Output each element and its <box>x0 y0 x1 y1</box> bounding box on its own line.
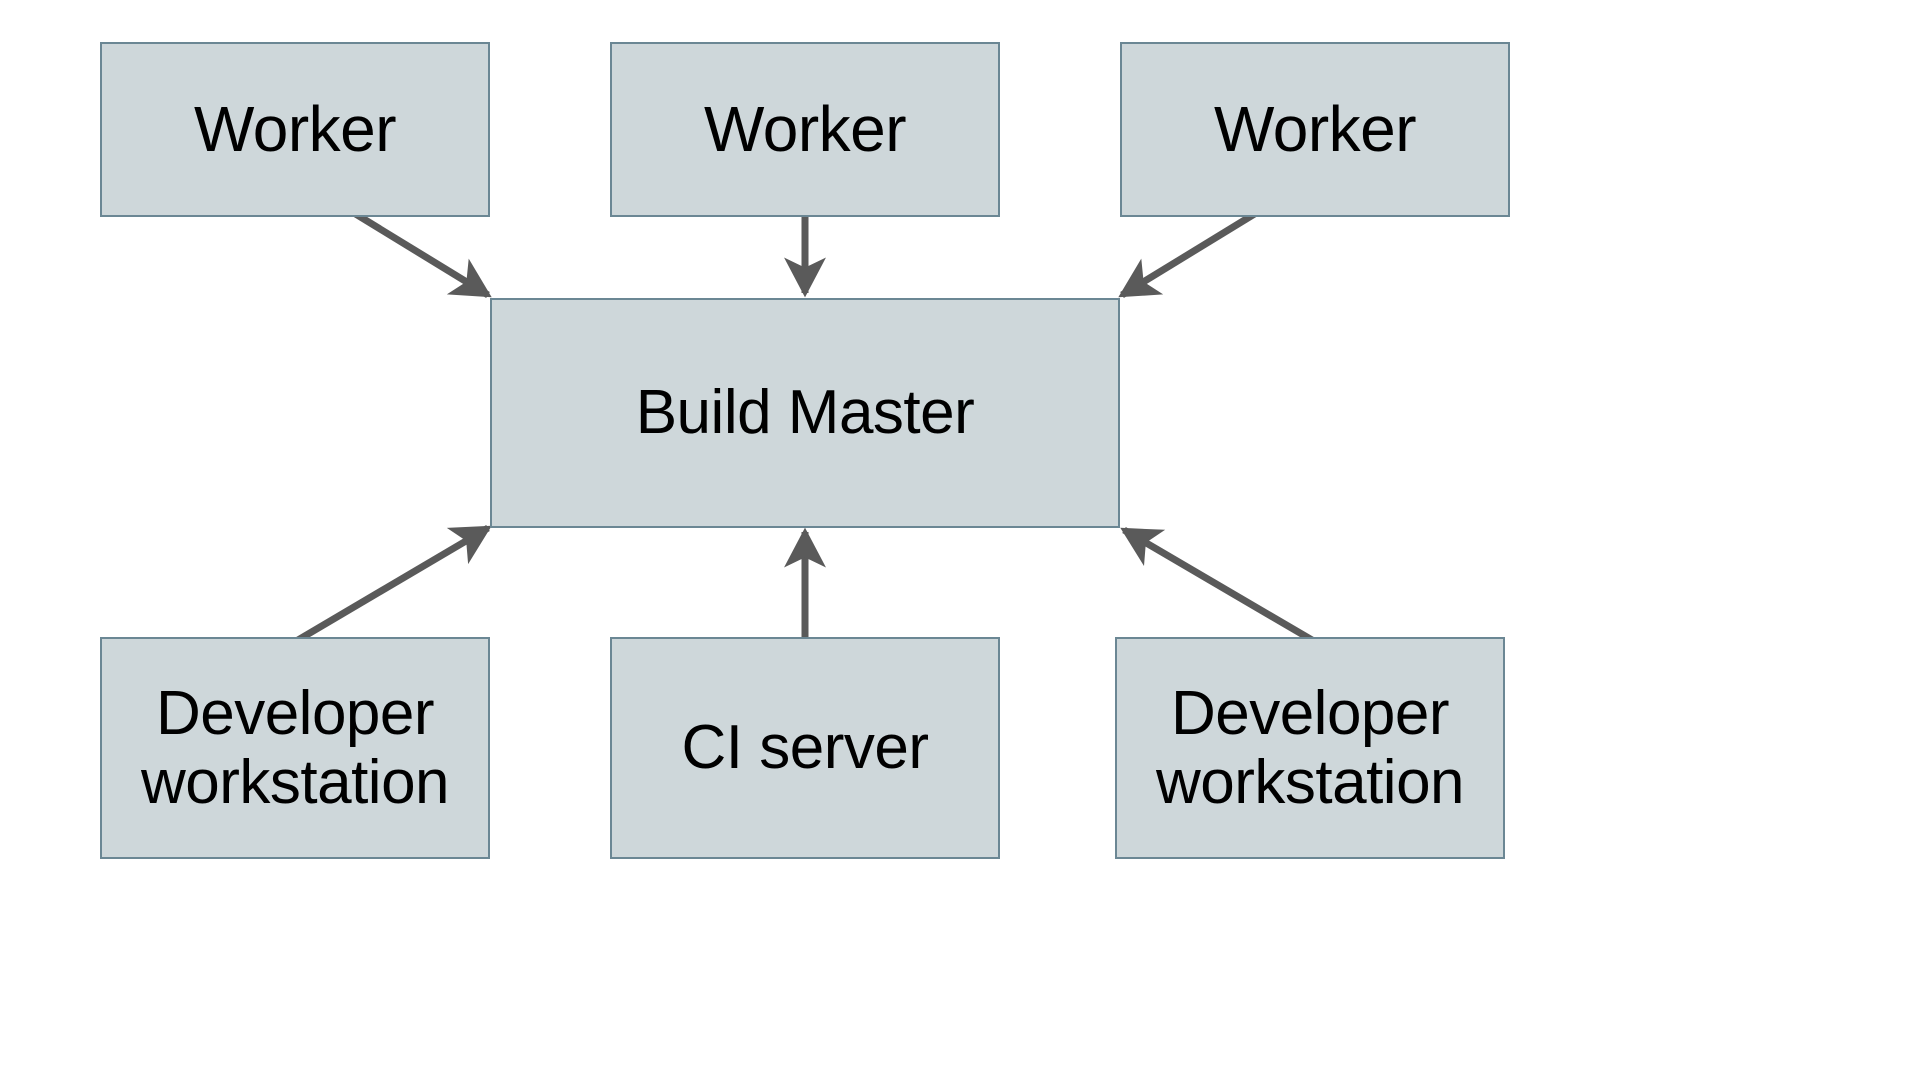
node-label: CI server <box>681 713 929 783</box>
node-label: Worker <box>703 92 907 165</box>
edge-dev-right-to-master <box>1120 526 1314 644</box>
node-worker-right[interactable]: Worker <box>1120 42 1510 217</box>
node-label: Worker <box>193 92 397 165</box>
node-label: Worker <box>1213 92 1417 165</box>
node-ci-server[interactable]: CI server <box>610 637 1000 859</box>
edge-dev-left-to-master <box>296 524 492 644</box>
node-build-master[interactable]: Build Master <box>490 298 1120 528</box>
node-developer-workstation-right[interactable]: Developer workstation <box>1115 637 1505 859</box>
node-label: Developer workstation <box>140 678 450 817</box>
node-label: Build Master <box>635 378 975 448</box>
node-worker-left[interactable]: Worker <box>100 42 490 217</box>
node-developer-workstation-left[interactable]: Developer workstation <box>100 637 490 859</box>
node-worker-center[interactable]: Worker <box>610 42 1000 217</box>
node-label: Developer workstation <box>1155 678 1465 817</box>
